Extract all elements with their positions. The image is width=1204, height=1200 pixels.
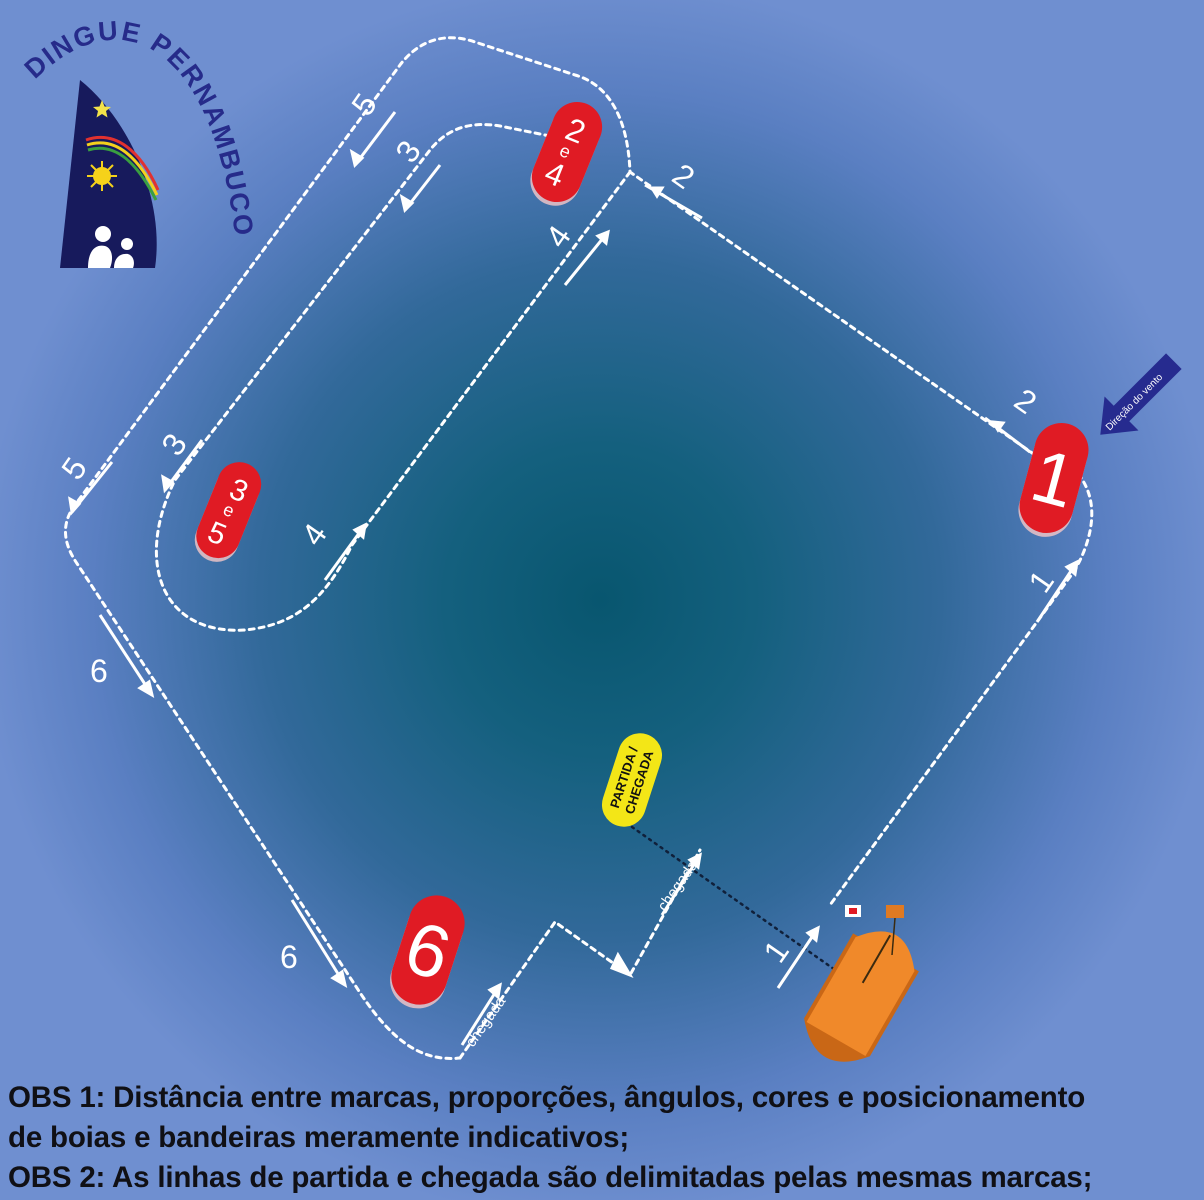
finish-route bbox=[458, 848, 702, 1060]
inner-route bbox=[154, 123, 632, 632]
leg-arrow bbox=[1035, 559, 1079, 623]
leg-arrow bbox=[161, 439, 204, 494]
leg-label: 6 bbox=[280, 939, 298, 975]
leg-arrow bbox=[563, 229, 610, 286]
mark-start: PARTIDA / CHEGADA bbox=[601, 733, 663, 827]
mark-2e4: 2 e 4 bbox=[530, 101, 603, 206]
leg-arrow bbox=[460, 982, 502, 1046]
obs1-line1: OBS 1: Distância entre marcas, proporçõe… bbox=[8, 1081, 1086, 1114]
leg-label: 4 bbox=[294, 517, 334, 552]
notes: OBS 1: Distância entre marcas, proporçõe… bbox=[8, 1078, 1204, 1198]
wind-label: Direção do vento bbox=[1104, 372, 1166, 434]
leg-arrow bbox=[68, 461, 114, 516]
chegada-label: chegada bbox=[654, 857, 701, 914]
leg-label: 5 bbox=[344, 87, 384, 122]
start-finish-line bbox=[630, 825, 860, 988]
leg-label: 6 bbox=[90, 653, 108, 689]
leg-arrows bbox=[68, 111, 1079, 1046]
wind-direction-arrow: Direção do vento bbox=[1100, 353, 1182, 435]
leg-label: 1 bbox=[756, 934, 796, 969]
logo: DINGUE PERNAMBUCO bbox=[19, 15, 257, 268]
leg-arrow bbox=[349, 111, 397, 168]
leg-arrow bbox=[323, 522, 367, 581]
committee-boat bbox=[804, 931, 919, 1062]
leg-label: 2 bbox=[1008, 381, 1043, 421]
leg-label: 5 bbox=[54, 451, 94, 486]
leg-arrow bbox=[776, 925, 820, 989]
obs1-line2: de boias e bandeiras meramente indicativ… bbox=[8, 1121, 629, 1154]
leg-label: 3 bbox=[388, 134, 428, 169]
leg-arrow bbox=[290, 899, 348, 989]
leg-arrow bbox=[609, 951, 634, 978]
leg-labels: 5 3 2 4 2 3 5 4 1 6 6 1 chegada chegada bbox=[54, 87, 1061, 1051]
mark-1: 1 bbox=[1018, 422, 1089, 537]
leg-arrow bbox=[660, 852, 702, 916]
chegada-label: chegada bbox=[462, 993, 509, 1050]
logo-sun-icon bbox=[87, 161, 117, 191]
flag-icon bbox=[845, 905, 861, 917]
outer-route bbox=[63, 36, 1094, 1060]
logo-star-icon bbox=[93, 100, 111, 118]
flag-icon bbox=[886, 905, 904, 956]
leg-arrow bbox=[98, 614, 155, 699]
mark-3e5: 3 e 5 bbox=[194, 462, 262, 562]
leg-label: 2 bbox=[666, 156, 701, 196]
leg-arrow bbox=[644, 183, 703, 220]
mark-6: 6 bbox=[390, 895, 465, 1009]
logo-sailors-icon bbox=[88, 226, 134, 268]
obs2: OBS 2: As linhas de partida e chegada sã… bbox=[8, 1161, 1093, 1194]
leg-arrow bbox=[399, 164, 442, 213]
leg-arrow bbox=[984, 416, 1031, 454]
